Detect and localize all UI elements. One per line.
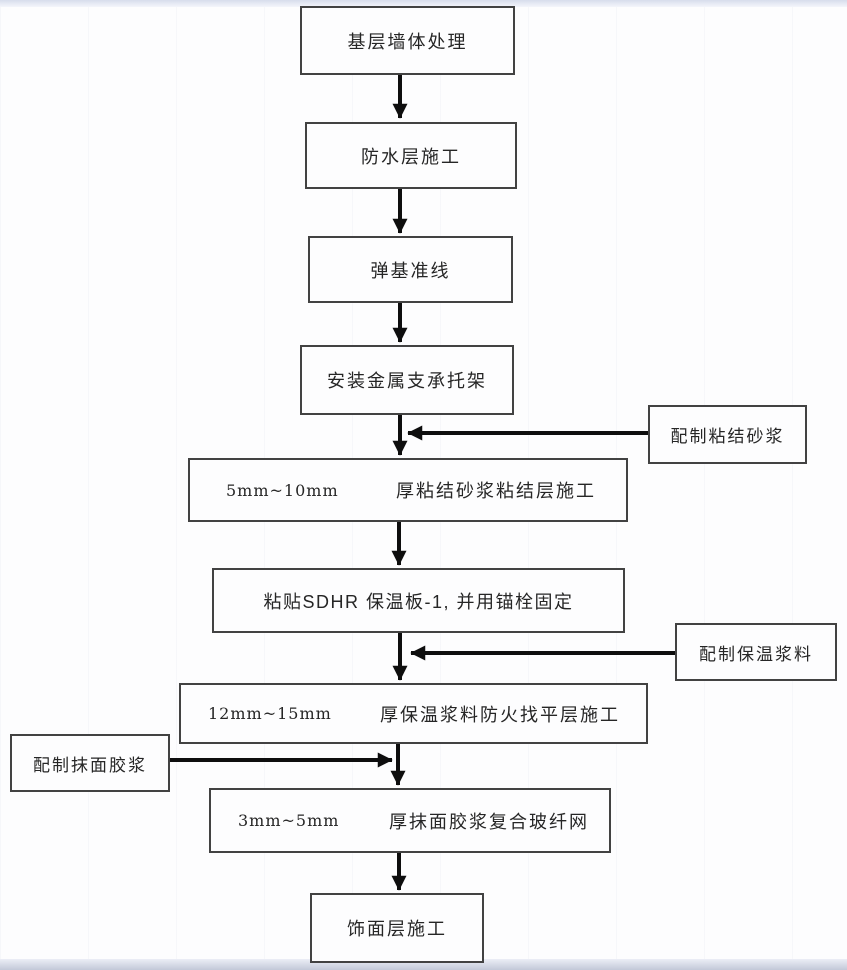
step-base-wall-treatment: 基层墙体处理 <box>300 6 515 75</box>
step-label: 厚保温浆料防火找平层施工 <box>380 704 620 725</box>
step-insulation-slurry-leveling: 12mm~15mm 厚保温浆料防火找平层施工 <box>179 683 648 744</box>
thickness-value: 3mm~5mm <box>238 811 340 830</box>
step-label: 配制保温浆料 <box>699 644 813 664</box>
step-label: 防水层施工 <box>361 146 461 167</box>
step-finish-layer: 饰面层施工 <box>310 893 484 963</box>
step-label: 厚抹面胶浆复合玻纤网 <box>389 811 589 832</box>
step-paste-insulation-board: 粘贴SDHR 保温板-1, 并用锚栓固定 <box>212 568 625 633</box>
step-install-metal-bracket: 安装金属支承托架 <box>300 345 514 415</box>
side-prepare-bonding-mortar: 配制粘结砂浆 <box>648 405 807 464</box>
scan-edge-top <box>0 0 847 7</box>
scan-edge-bottom <box>0 959 847 970</box>
step-render-coat-fiberglass-mesh: 3mm~5mm 厚抹面胶浆复合玻纤网 <box>209 788 611 853</box>
step-label: 粘贴SDHR 保温板-1, 并用锚栓固定 <box>263 591 574 612</box>
step-label: 配制粘结砂浆 <box>670 427 785 446</box>
step-label: 安装金属支承托架 <box>327 371 487 391</box>
thickness-value: 12mm~15mm <box>208 704 332 723</box>
side-prepare-render-adhesive: 配制抹面胶浆 <box>10 734 170 792</box>
thickness-value: 5mm~10mm <box>226 480 339 500</box>
step-label: 基层墙体处理 <box>347 31 468 52</box>
step-bonding-mortar-layer: 5mm~10mm 厚粘结砂浆粘结层施工 <box>188 458 628 522</box>
step-label: 厚粘结砂浆粘结层施工 <box>396 481 596 501</box>
step-waterproof-layer: 防水层施工 <box>305 122 517 189</box>
step-label: 饰面层施工 <box>347 919 447 939</box>
side-prepare-insulation-slurry: 配制保温浆料 <box>675 623 837 681</box>
step-label: 配制抹面胶浆 <box>33 755 147 775</box>
step-snap-reference-line: 弹基准线 <box>308 236 513 303</box>
step-label: 弹基准线 <box>370 260 451 281</box>
